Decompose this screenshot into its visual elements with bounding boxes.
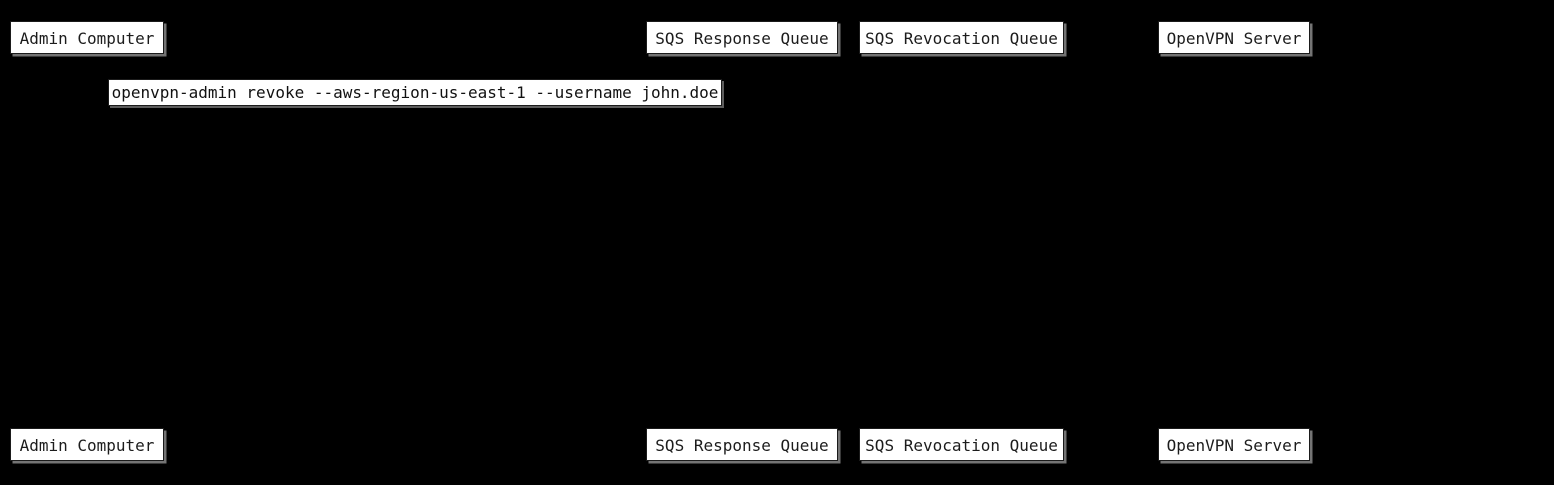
participant-bottom-sqs-revocation-queue: SQS Revocation Queue <box>859 428 1064 461</box>
participant-top-admin-computer: Admin Computer <box>10 21 164 54</box>
message-label-revoke-command: openvpn-admin revoke --aws-region-us-eas… <box>108 79 722 106</box>
participant-top-openvpn-server: OpenVPN Server <box>1158 21 1310 54</box>
participant-bottom-sqs-response-queue: SQS Response Queue <box>646 428 838 461</box>
participant-top-sqs-response-queue: SQS Response Queue <box>646 21 838 54</box>
participant-top-sqs-revocation-queue: SQS Revocation Queue <box>859 21 1064 54</box>
participant-bottom-openvpn-server: OpenVPN Server <box>1158 428 1310 461</box>
participant-bottom-admin-computer: Admin Computer <box>10 428 164 461</box>
